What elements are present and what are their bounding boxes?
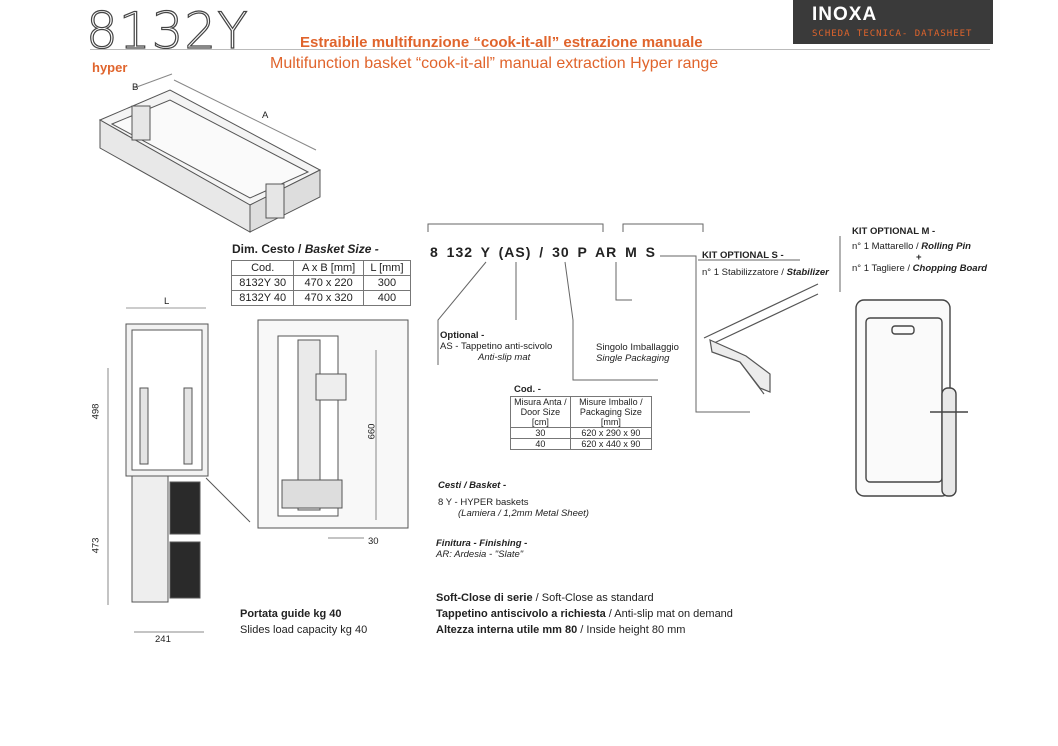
single-pack-it: Singolo Imballaggio [596,342,679,353]
kit-m-line2: n° 1 Tagliere / Chopping Board [852,263,987,274]
table-row: 8132Y 30 470 x 220 300 [230,275,412,291]
basket-line2: (Lamiera / 1,2mm Metal Sheet) [458,508,589,519]
size-cell: 400 [362,290,412,306]
side-dim-30: 30 [368,536,379,547]
isometric-basket-drawing [98,73,322,233]
kit-m-line1-en: Rolling Pin [921,241,971,252]
size-header-axb: A x B [mm] [293,260,364,276]
size-table-caption: Dim. Cesto / Basket Size - [232,242,379,256]
front-dim-473: 473 [90,537,102,554]
load-capacity-en: Slides load capacity kg 40 [240,624,368,636]
cod-title: Cod. - [514,384,541,395]
size-cell: 470 x 220 [293,275,364,291]
kit-m-line2-it: n° 1 Tagliere / [852,263,911,274]
stabilizer-drawing [703,283,819,395]
note-en: / Soft-Close as standard [535,592,654,604]
front-label-l: L [164,296,170,307]
basket-line: 8 Y - HYPER baskets [438,497,529,508]
optional-title: Optional - [440,330,485,341]
single-pack-en: Single Packaging [596,353,670,364]
front-dim-241: 241 [155,634,171,645]
cod-cell: 30 [510,427,571,439]
brand-name: INOXA [812,4,878,25]
optional-block: Optional - AS - Tappetino anti-scivolo A… [440,330,580,363]
kit-connector-lines [660,236,841,413]
kit-s-line-en: Stabilizer [786,267,829,278]
brand-subtitle: SCHEDA TECNICA- DATASHEET [812,29,973,39]
range-label: hyper [92,60,128,75]
note-en: / Inside height 80 mm [580,624,686,636]
list-item: Tappetino antiscivolo a richiesta / Anti… [436,606,733,622]
finish-block: Finitura - Finishing - AR: Ardesia - "Sl… [436,538,527,560]
kit-m-line1: n° 1 Mattarello / Rolling Pin [852,241,987,252]
title-english: Multifunction basket “cook-it-all” manua… [270,55,719,72]
model-code: 8132Y [85,1,249,60]
side-dim-660: 660 [366,423,378,440]
single-pack-block: Singolo Imballaggio Single Packaging [596,342,679,364]
note-it: Soft-Close di serie [436,592,533,604]
size-header-l: L [mm] [362,260,412,276]
note-en: / Anti-slip mat on demand [608,608,733,620]
optional-line-en: Anti-slip mat [478,352,531,363]
chopping-board-drawing [855,299,968,497]
iso-label-a: A [262,110,269,121]
size-cell: 8132Y 30 [230,275,295,291]
kit-s-title: KIT OPTIONAL S - [702,250,784,261]
cod-cell: 620 x 290 x 90 [569,427,653,439]
footer-load-capacity: Portata guide kg 40 Slides load capacity… [240,606,367,638]
list-item: Soft-Close di serie / Soft-Close as stan… [436,590,733,606]
cod-header-door: Misura Anta / Door Size [cm] [510,396,571,428]
kit-s-block: KIT OPTIONAL S - n° 1 Stabilizzatore / S… [702,250,829,278]
kit-m-plus: + [916,252,922,263]
kit-s-line: n° 1 Stabilizzatore / Stabilizer [702,267,829,278]
finish-title: Finitura - Finishing - [436,538,528,549]
cod-cell: 40 [510,438,571,450]
footer-notes: Soft-Close di serie / Soft-Close as stan… [436,590,733,638]
cod-cell: 620 x 440 x 90 [569,438,653,450]
kit-m-line2-en: Chopping Board [912,263,988,274]
brand-logo-box [793,0,993,44]
code-leader-lines [427,223,704,381]
kit-m-line1-it: n° 1 Mattarello / [852,241,919,252]
size-caption-en: Basket Size - [304,242,379,256]
table-row: 30 620 x 290 x 90 [510,427,653,439]
header-rule [90,49,990,50]
title-italian: Estraibile multifunzione “cook-it-all” e… [300,34,703,51]
iso-label-b: B [132,82,139,93]
size-header-code: Cod. [230,260,295,276]
size-caption-it: Dim. Cesto / [232,242,302,256]
optional-line: AS - Tappetino anti-scivolo [440,341,553,352]
size-cell: 8132Y 40 [230,290,295,306]
table-row: 40 620 x 440 x 90 [510,438,653,450]
size-table: Cod. A x B [mm] L [mm] 8132Y 30 470 x 22… [230,260,412,306]
table-row: 8132Y 40 470 x 320 400 [230,290,412,306]
list-item: Altezza interna utile mm 80 / Inside hei… [436,622,733,638]
note-it: Tappetino antiscivolo a richiesta [436,608,606,620]
kit-m-title: KIT OPTIONAL M - [852,226,936,237]
finish-line: AR: Ardesia - "Slate" [436,549,524,560]
basket-block: Cesti / Basket - 8 Y - HYPER baskets (La… [438,480,589,519]
size-cell: 470 x 320 [293,290,364,306]
front-dim-498: 498 [90,403,102,420]
kit-m-block: KIT OPTIONAL M - n° 1 Mattarello / Rolli… [852,226,987,274]
note-it: Altezza interna utile mm 80 [436,624,578,636]
cod-table: Misura Anta / Door Size [cm] Misure Imba… [510,396,653,450]
load-capacity-it: Portata guide kg 40 [240,608,342,620]
side-view-drawing [257,319,409,539]
size-cell: 300 [362,275,412,291]
front-view-drawing [107,307,251,633]
kit-s-line-it: n° 1 Stabilizzatore / [702,267,784,278]
product-code: 8 132 Y (AS) / 30 P AR M S [430,244,657,260]
basket-title: Cesti / Basket - [438,480,507,491]
